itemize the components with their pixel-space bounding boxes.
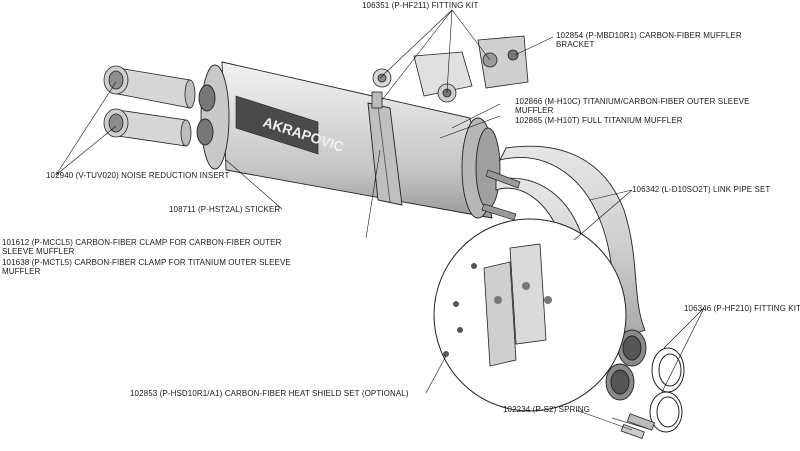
label-fitting-kit-top: 106351 (P-HF211) FITTING KIT bbox=[362, 1, 479, 10]
muffler-body bbox=[196, 61, 501, 219]
label-carbon-clamp-carbon-sleeve: 101612 (P-MCCL5) CARBON-FIBER CLAMP FOR … bbox=[2, 238, 282, 256]
label-spring: 102234 (P-S2) SPRING bbox=[503, 405, 590, 414]
noise-insert-upper bbox=[103, 65, 196, 109]
label-outer-sleeve-muffler: 102866 (M-H10C) TITANIUM/CARBON-FIBER OU… bbox=[515, 97, 750, 115]
label-sticker: 108711 (P-HST2AL) STICKER bbox=[169, 205, 281, 214]
label-full-titanium-muffler: 102865 (M-H10T) FULL TITANIUM MUFFLER bbox=[515, 116, 683, 125]
fitting-kit-top-parts bbox=[371, 35, 529, 109]
connection-springs bbox=[481, 169, 521, 221]
label-heat-shield-set: 102853 (P-HSD10R1/A1) CARBON-FIBER HEAT … bbox=[130, 389, 409, 398]
spring-part bbox=[611, 413, 656, 440]
label-link-pipe-set: 106342 (L-D10SO2T) LINK PIPE SET bbox=[632, 185, 771, 194]
label-noise-reduction-insert: 102940 (V-TUV020) NOISE REDUCTION INSERT bbox=[46, 171, 230, 180]
leader-lines bbox=[55, 9, 705, 431]
label-carbon-clamp-titanium-sleeve: 101638 (P-MCTL5) CARBON-FIBER CLAMP FOR … bbox=[2, 258, 291, 276]
fitting-kit-right-rings bbox=[649, 347, 685, 433]
label-fitting-kit-right: 106346 (P-HF210) FITTING KIT bbox=[684, 304, 800, 313]
heat-shield-set bbox=[433, 218, 627, 412]
noise-insert-lower bbox=[103, 108, 192, 147]
label-muffler-bracket: 102854 (P-MBD10R1) CARBON-FIBER MUFFLER … bbox=[556, 31, 742, 49]
